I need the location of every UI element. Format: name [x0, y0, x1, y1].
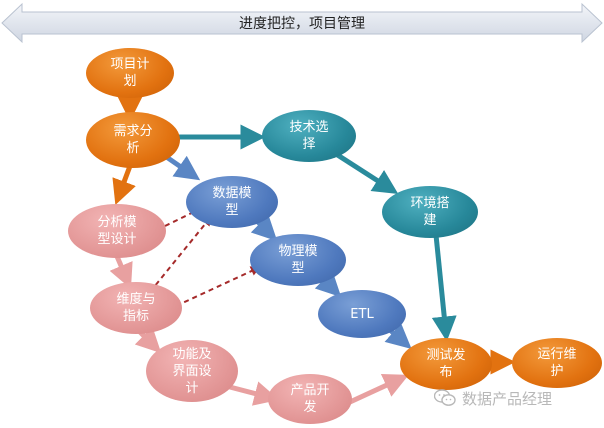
dashed-dimension-to-datamodel: [149, 215, 212, 293]
node-label-line: 需求分: [113, 124, 153, 139]
node-test-release: 测试发布: [400, 338, 492, 390]
node-label-line: 项目计: [110, 57, 150, 72]
arrow-etl-to-test: [384, 323, 412, 349]
node-label-line: 布: [439, 365, 453, 380]
node-label-line: 指标: [122, 309, 149, 324]
arrow-analysis-to-dimension: [109, 253, 133, 289]
node-label-line: 维度与: [116, 292, 156, 307]
node-label-line: 护: [550, 364, 564, 379]
node-label-line: 环境搭: [410, 196, 450, 211]
node-label-line: ETL: [350, 306, 374, 322]
arrow-env-to-test: [431, 234, 457, 342]
arrow-requirement-to-analysis: [112, 165, 136, 206]
node-operation: 运行维护: [512, 338, 602, 388]
node-physical-model: 物理模型: [250, 234, 346, 286]
node-label-line: 测试发: [426, 348, 466, 363]
node-label-line: 数据模: [212, 186, 252, 201]
node-label-line: 划: [123, 74, 137, 89]
arrow-requirement-to-datamodel: [163, 153, 201, 181]
node-function-ui: 功能及界面设计: [146, 340, 238, 402]
node-label-line: 分析模: [97, 215, 137, 230]
banner-double-arrow: [1, 2, 603, 44]
node-label-line: 析: [126, 141, 140, 156]
node-label-line: 型: [291, 261, 305, 276]
node-label-line: 技术选: [289, 120, 329, 135]
node-project-plan: 项目计划: [86, 48, 174, 98]
node-tech-select: 技术选择: [262, 110, 356, 162]
node-data-model: 数据模型: [186, 176, 278, 228]
dashed-dimension-to-physical: [175, 266, 261, 307]
node-label-line: 择: [302, 137, 316, 152]
arrow-function-to-product: [225, 381, 280, 406]
node-env-setup: 环境搭建: [382, 186, 478, 238]
arrow-datamodel-to-physical: [250, 214, 278, 242]
node-label-line: 计: [185, 380, 199, 396]
arrow-product-to-test: [348, 373, 409, 405]
node-requirement: 需求分析: [86, 112, 180, 168]
node-label-line: 界面设: [172, 363, 212, 379]
node-label-line: 产品开: [290, 383, 330, 398]
node-label-line: 型设计: [97, 232, 137, 247]
node-label-line: 建: [423, 213, 437, 228]
node-label-line: 型: [225, 203, 239, 218]
arrow-tech-to-env: [334, 151, 399, 195]
watermark: 数据产品经理: [434, 386, 604, 410]
wechat-icon: [434, 389, 456, 406]
node-etl: ETL: [318, 290, 406, 338]
banner-title: 进度把控，项目管理: [239, 16, 365, 32]
node-label-line: 功能及: [172, 346, 212, 362]
node-dimension-metric: 维度与指标: [90, 282, 182, 334]
node-label-line: 物理模: [278, 244, 318, 259]
node-label-line: 发: [303, 400, 317, 415]
node-product-dev: 产品开发: [268, 374, 352, 424]
node-analysis-design: 分析模型设计: [68, 204, 166, 258]
arrow-dimension-to-function: [134, 326, 162, 354]
watermark-text: 数据产品经理: [462, 389, 553, 408]
node-label-line: 运行维: [537, 347, 577, 362]
